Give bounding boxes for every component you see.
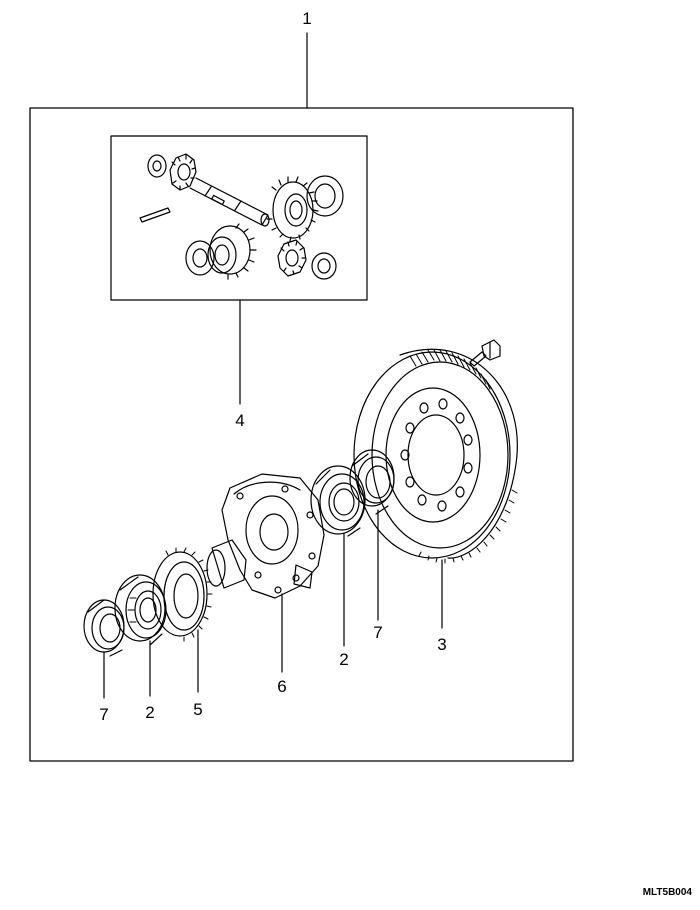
ring-gear-icon bbox=[353, 348, 518, 564]
bearing-icon bbox=[114, 574, 167, 646]
bolt-icon bbox=[469, 339, 501, 367]
pinion-kit-frame bbox=[110, 135, 368, 301]
pinion-shaft-icon bbox=[189, 177, 270, 227]
thrust-washer-icon bbox=[311, 252, 337, 280]
pinion-gear-icon bbox=[169, 153, 197, 191]
bearing-icon bbox=[310, 465, 366, 537]
thrust-washer-icon bbox=[185, 240, 215, 276]
callout-6: 6 bbox=[277, 677, 287, 696]
pinion-kit-parts bbox=[139, 153, 344, 280]
lock-pin-icon bbox=[139, 207, 171, 223]
callout-5: 5 bbox=[193, 700, 203, 719]
callout-2-left: 2 bbox=[145, 703, 155, 722]
oil-seal-icon bbox=[83, 599, 125, 657]
side-gear-icon bbox=[266, 176, 319, 242]
oil-seal-icon bbox=[349, 449, 395, 515]
differential-case-icon bbox=[206, 473, 325, 599]
callout-2-right: 2 bbox=[339, 650, 349, 669]
callout-7-right: 7 bbox=[373, 623, 383, 642]
thrust-washer-icon bbox=[306, 175, 344, 217]
drawing-code: MLT5B004 bbox=[642, 887, 692, 898]
callout-7-left: 7 bbox=[99, 705, 109, 724]
callout-4: 4 bbox=[235, 411, 245, 430]
callout-1: 1 bbox=[302, 9, 312, 28]
callout-3: 3 bbox=[437, 635, 447, 654]
thrust-washer-icon bbox=[147, 154, 167, 178]
pinion-gear-icon bbox=[277, 239, 307, 277]
bolt-hole-pattern bbox=[400, 398, 473, 512]
side-gear-icon bbox=[207, 223, 257, 280]
assembly-frame bbox=[29, 107, 574, 762]
